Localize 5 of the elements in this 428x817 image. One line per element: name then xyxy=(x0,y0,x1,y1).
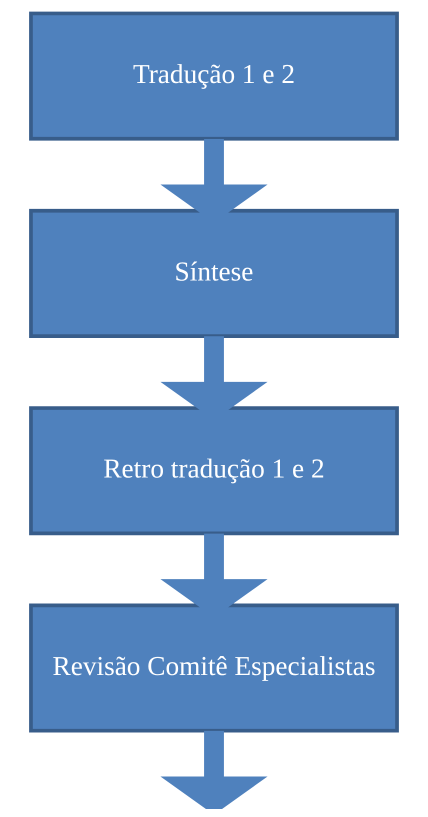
node-box: Revisão Comitê Especialistas xyxy=(29,604,399,733)
node-box: Retro tradução 1 e 2 xyxy=(29,406,399,536)
arrow xyxy=(160,730,268,809)
node-box: Síntese xyxy=(29,208,399,338)
node-box: Tradução 1 e 2 xyxy=(29,12,399,141)
